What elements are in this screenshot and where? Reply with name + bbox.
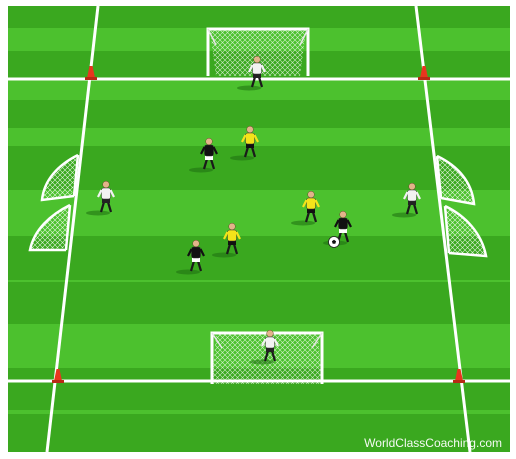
grass-stripe — [8, 100, 510, 128]
watermark-text: WorldClassCoaching.com — [364, 436, 502, 450]
right-goal-upper — [435, 154, 476, 206]
right-goal-lower — [443, 204, 488, 258]
player-white-right-side — [392, 182, 421, 218]
player-yellow-lower-center — [212, 222, 241, 258]
grass-stripe — [8, 282, 510, 324]
cone-icon — [52, 369, 64, 383]
top-goal — [206, 27, 310, 76]
grass-stripe — [8, 414, 510, 452]
player-yellow-center — [291, 190, 320, 226]
grass-stripe — [8, 146, 510, 190]
player-white-goalkeeper-top — [237, 55, 266, 91]
grass-stripe — [8, 236, 510, 280]
cones — [52, 66, 465, 383]
player-black-midfield-left — [189, 137, 218, 173]
left-goal-upper — [40, 153, 80, 202]
grass-stripe — [8, 6, 510, 28]
left-goal-lower — [28, 203, 72, 252]
player-yellow-midfield — [230, 125, 259, 161]
players — [86, 55, 421, 365]
cone-icon — [418, 66, 430, 80]
cone-icon — [453, 369, 465, 383]
cone-icon — [85, 66, 97, 80]
soccer-ball-icon — [328, 236, 340, 248]
player-white-goalkeeper-bottom — [250, 329, 279, 365]
player-black-lower-left — [176, 239, 205, 275]
player-white-left-side — [86, 180, 115, 216]
